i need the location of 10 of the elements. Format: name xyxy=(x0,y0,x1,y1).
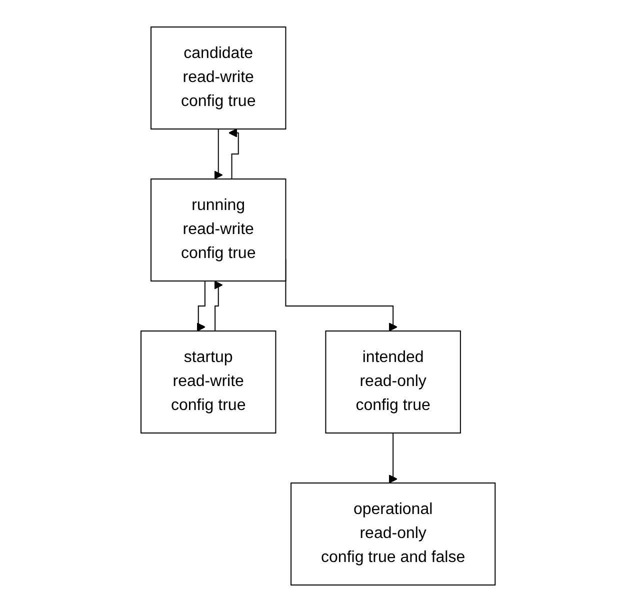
arrow xyxy=(214,280,223,331)
node-box: intended read-only config true xyxy=(325,330,461,433)
node-box: startup read-write config true xyxy=(140,330,276,433)
node-box: operational read-only config true and false xyxy=(290,482,496,585)
arrow xyxy=(228,128,239,179)
arrow xyxy=(388,432,398,483)
arrow xyxy=(214,128,223,179)
arrow xyxy=(196,280,206,331)
node-box: candidate read-write config true xyxy=(150,26,286,129)
node-box: running read-write config true xyxy=(150,178,286,281)
